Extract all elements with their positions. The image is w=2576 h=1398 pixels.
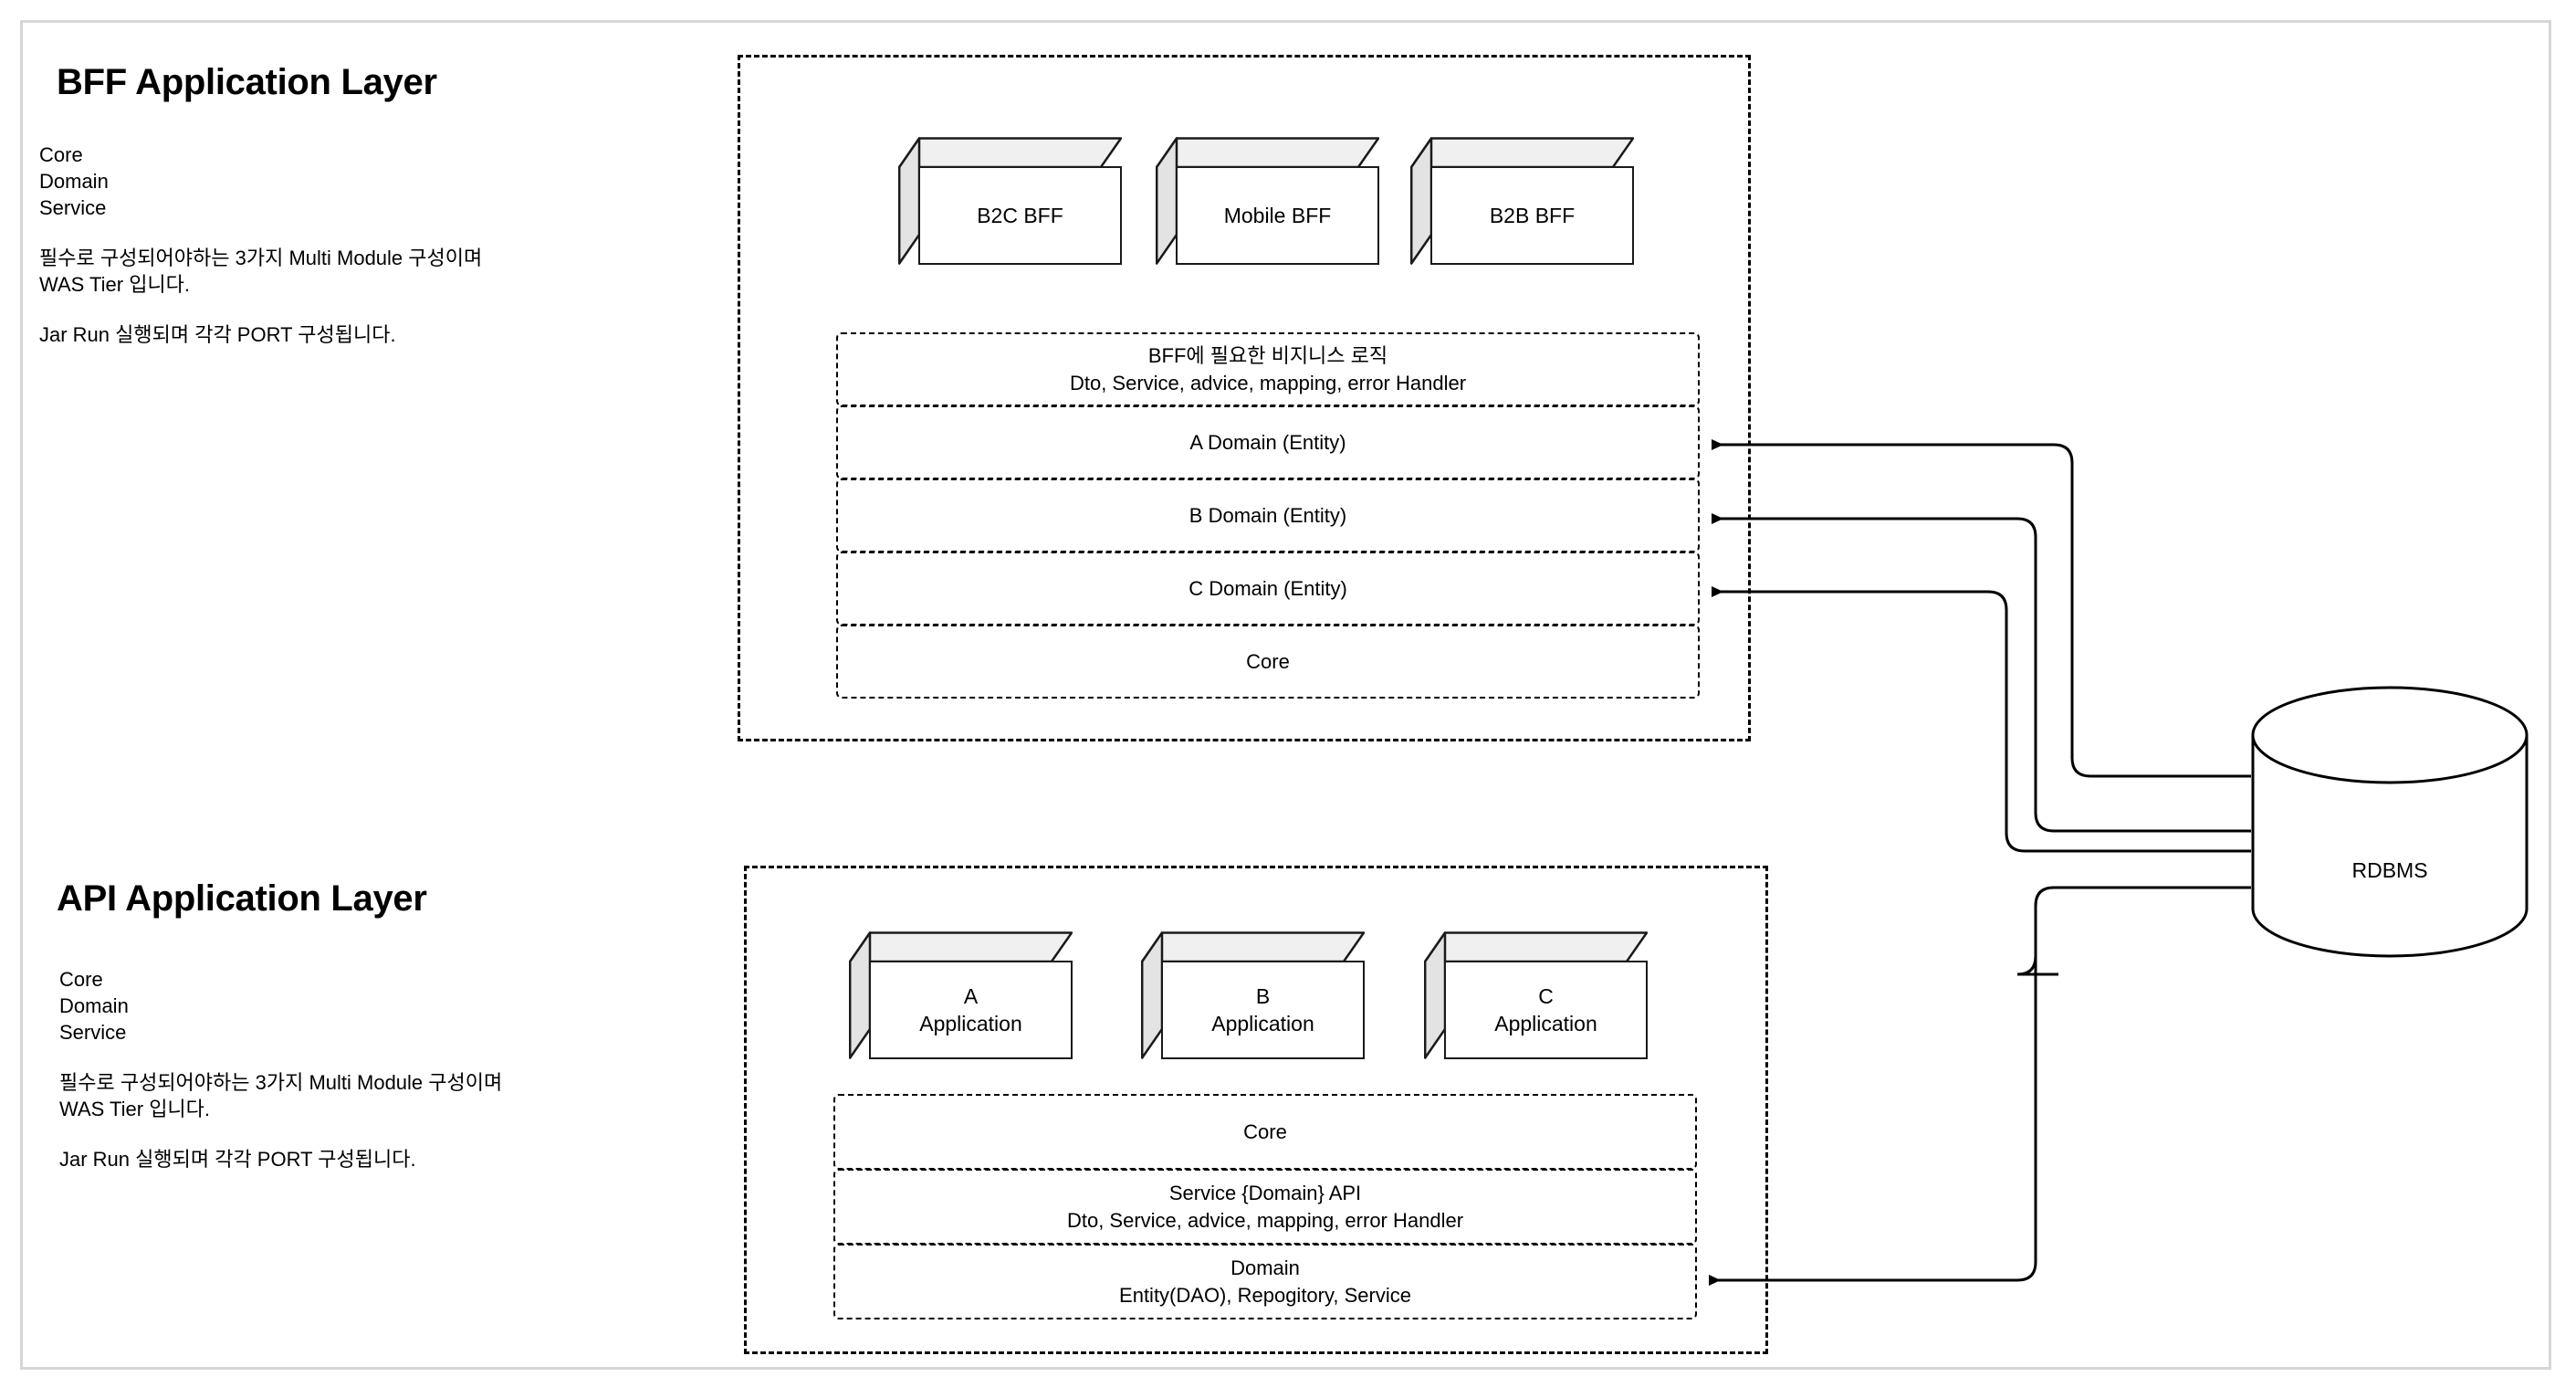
bff-row-business-logic[interactable]: BFF에 필요한 비지니스 로직 Dto, Service, advice, m… bbox=[836, 332, 1700, 406]
cube-label-line2: Application bbox=[1211, 1012, 1314, 1035]
cube-b2b-bff[interactable]: B2B BFF bbox=[1410, 137, 1634, 265]
api-module-stack: Core Service {Domain} API Dto, Service, … bbox=[833, 1094, 1697, 1319]
connector-rdbms-to-a-domain bbox=[1712, 439, 2251, 778]
bff-module-domain: Domain bbox=[39, 170, 109, 193]
api-note-line2: WAS Tier 입니다. bbox=[59, 1098, 211, 1120]
connector-rdbms-to-b-domain bbox=[1712, 513, 2251, 833]
api-module-service: Service bbox=[59, 1021, 127, 1044]
cube-b-application[interactable]: B Application bbox=[1141, 931, 1365, 1059]
row-label-line1: Core bbox=[1246, 649, 1290, 673]
cube-c-application[interactable]: C Application bbox=[1424, 931, 1648, 1059]
cube-label-line1: B2B BFF bbox=[1489, 204, 1576, 227]
cube-label-line1: C bbox=[1538, 984, 1554, 1008]
spacer bbox=[39, 221, 482, 245]
rdbms-label: RDBMS bbox=[2351, 858, 2428, 882]
spacer bbox=[39, 298, 482, 321]
row-label-line1: A Domain (Entity) bbox=[1189, 430, 1346, 454]
api-row-domain[interactable]: Domain Entity(DAO), Repogitory, Service bbox=[833, 1244, 1697, 1319]
cube-label-line1: B bbox=[1255, 984, 1271, 1008]
cube-a-application[interactable]: A Application bbox=[849, 931, 1073, 1059]
cube-face: B2C BFF bbox=[918, 166, 1122, 265]
cube-label-line2: Application bbox=[919, 1012, 1022, 1035]
cube-mobile-bff[interactable]: Mobile BFF bbox=[1156, 137, 1379, 265]
row-label-line2: Dto, Service, advice, mapping, error Han… bbox=[1066, 1208, 1464, 1232]
bff-description: Core Domain Service 필수로 구성되어야하는 3가지 Mult… bbox=[39, 142, 482, 348]
connector-rdbms-to-c-domain bbox=[1712, 586, 2251, 853]
bff-layer-container bbox=[738, 55, 1751, 741]
row-label-line2: Dto, Service, advice, mapping, error Han… bbox=[1069, 371, 1467, 394]
spacer bbox=[59, 1046, 502, 1069]
api-module-core: Core bbox=[59, 968, 103, 991]
api-description: Core Domain Service 필수로 구성되어야하는 3가지 Mult… bbox=[59, 966, 502, 1172]
row-label-line2: Entity(DAO), Repogitory, Service bbox=[1119, 1283, 1411, 1307]
cube-face: B Application bbox=[1161, 961, 1365, 1059]
row-label-line1: C Domain (Entity) bbox=[1189, 576, 1347, 600]
spacer bbox=[59, 1122, 502, 1146]
bff-row-core[interactable]: Core bbox=[836, 625, 1700, 699]
api-note-line1: 필수로 구성되어야하는 3가지 Multi Module 구성이며 bbox=[59, 1071, 503, 1094]
api-layer-title: API Application Layer bbox=[57, 878, 427, 919]
cube-face: Mobile BFF bbox=[1176, 166, 1379, 265]
row-label-line1: Core bbox=[1243, 1119, 1287, 1143]
api-module-domain: Domain bbox=[59, 994, 129, 1017]
rdbms-cylinder[interactable] bbox=[2251, 686, 2529, 958]
bff-row-b-domain[interactable]: B Domain (Entity) bbox=[836, 478, 1700, 552]
bff-note-line1: 필수로 구성되어야하는 3가지 Multi Module 구성이며 bbox=[39, 247, 483, 269]
row-label-line1: BFF에 필요한 비지니스 로직 bbox=[1147, 343, 1388, 367]
cube-label-line1: Mobile BFF bbox=[1223, 204, 1332, 227]
cube-face: B2B BFF bbox=[1430, 166, 1634, 265]
row-label-line1: Domain bbox=[1230, 1256, 1300, 1279]
bff-module-stack: BFF에 필요한 비지니스 로직 Dto, Service, advice, m… bbox=[836, 332, 1700, 703]
bff-module-service: Service bbox=[39, 196, 107, 219]
bff-module-core: Core bbox=[39, 143, 83, 166]
cube-label-line1: B2C BFF bbox=[977, 204, 1063, 227]
cube-label-line2: Application bbox=[1494, 1012, 1597, 1035]
api-note-line3: Jar Run 실행되며 각각 PORT 구성됩니다. bbox=[59, 1148, 416, 1171]
cube-face: C Application bbox=[1444, 961, 1648, 1059]
bff-row-a-domain[interactable]: A Domain (Entity) bbox=[836, 405, 1700, 479]
api-row-service-domain-api[interactable]: Service {Domain} API Dto, Service, advic… bbox=[833, 1169, 1697, 1245]
row-label-line1: B Domain (Entity) bbox=[1189, 503, 1347, 527]
bff-row-c-domain[interactable]: C Domain (Entity) bbox=[836, 552, 1700, 625]
bff-note-line2: WAS Tier 입니다. bbox=[39, 273, 191, 296]
cube-face: A Application bbox=[869, 961, 1073, 1059]
connector-rdbms-to-api-domain bbox=[1709, 886, 2251, 1280]
cube-label-line1: A bbox=[963, 984, 979, 1008]
cube-b2c-bff[interactable]: B2C BFF bbox=[898, 137, 1122, 265]
bff-layer-title: BFF Application Layer bbox=[57, 62, 437, 102]
bff-note-line3: Jar Run 실행되며 각각 PORT 구성됩니다. bbox=[39, 323, 396, 346]
api-row-core[interactable]: Core bbox=[833, 1094, 1697, 1170]
row-label-line1: Service {Domain} API bbox=[1168, 1181, 1362, 1204]
